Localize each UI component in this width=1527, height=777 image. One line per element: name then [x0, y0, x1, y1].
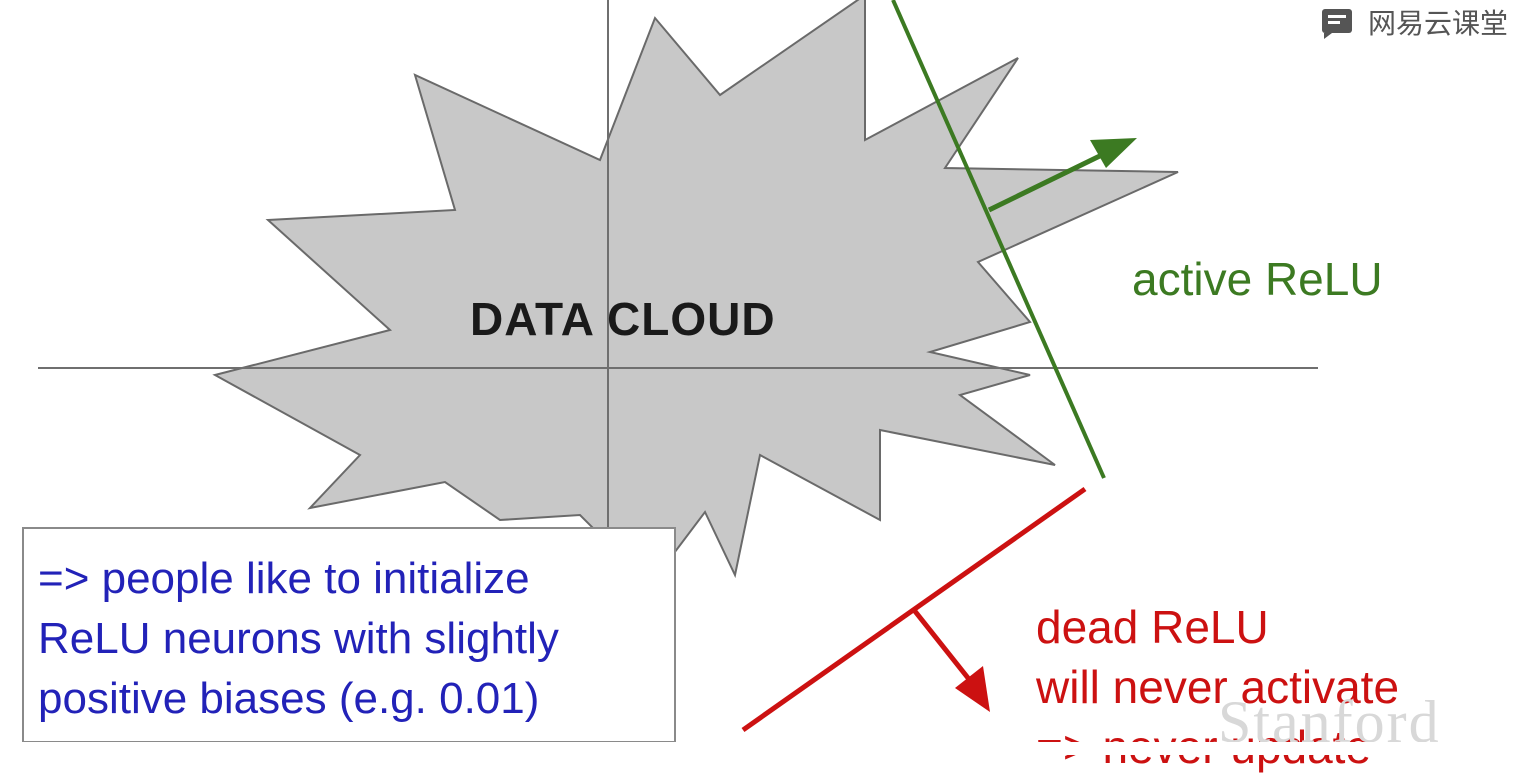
active-relu-normal [987, 148, 1112, 213]
dead-label-line: dead ReLU [1036, 601, 1269, 653]
active-relu-label: active ReLU [1132, 253, 1383, 305]
data-cloud-shape [212, 0, 1179, 587]
note-line: => people like to initialize [38, 554, 530, 603]
bottom-strip [0, 742, 1527, 755]
netease-logo: 网易云课堂 [1320, 4, 1508, 40]
note-line: positive biases (e.g. 0.01) [38, 674, 540, 723]
dead-relu-line [741, 486, 1087, 733]
book-icon [1322, 9, 1352, 39]
logo-text: 网易云课堂 [1368, 8, 1509, 39]
data-cloud-label: DATA CLOUD [470, 293, 776, 345]
dead-label-line: will never activate [1036, 661, 1400, 713]
initialization-note: => people like to initialize ReLU neuron… [22, 527, 676, 743]
dead-arrow-head [955, 666, 990, 712]
note-line: ReLU neurons with slightly [38, 614, 559, 663]
active-relu-line [891, 0, 1106, 479]
active-arrow-head [1090, 138, 1137, 168]
dead-relu-normal [912, 608, 974, 685]
relu-diagram [38, 0, 1318, 733]
